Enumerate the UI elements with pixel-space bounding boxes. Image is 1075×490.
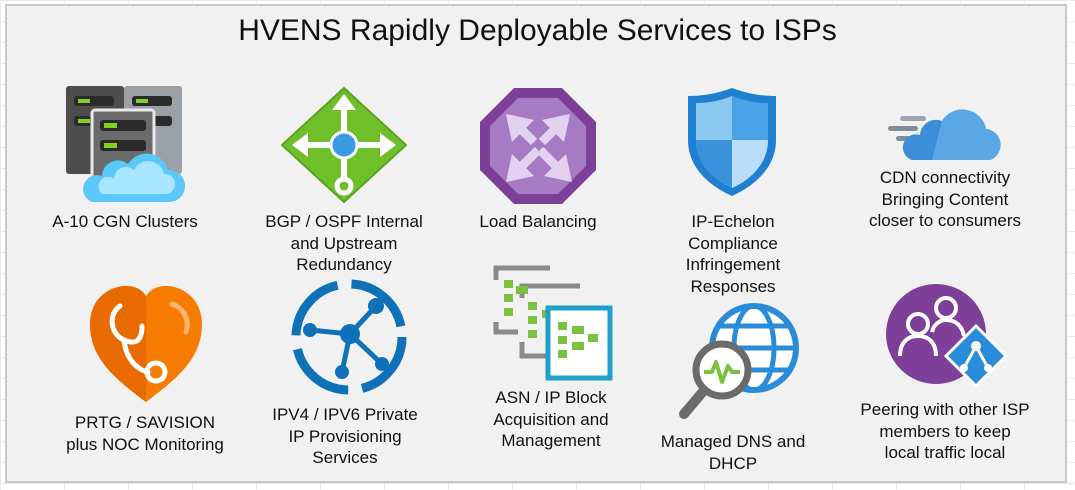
diagram-panel [5,4,1067,483]
service-label: Managed DNS and DHCP [660,432,806,473]
service-label: IPV4 / IPV6 Private IP Provisioning Serv… [272,405,418,467]
shield-icon [688,88,776,196]
cdn-cloud-icon [888,109,1001,160]
routing-arrows-icon [281,87,407,203]
service-label: IP-Echelon Compliance Infringement Respo… [685,212,781,296]
diagram-title: HVENS Rapidly Deployable Services to ISP… [238,14,837,47]
network-hub-icon [291,279,407,395]
service-label: CDN connectivity Bringing Content closer… [868,168,1022,230]
ip-blocks-icon [493,265,613,381]
load-balancer-icon [480,88,596,204]
service-label: BGP / OSPF Internal and Upstream Redunda… [265,212,423,274]
service-label: Peering with other ISP members to keep l… [860,400,1030,462]
service-label: ASN / IP Block Acquisition and Managemen… [493,388,609,450]
service-label: PRTG / SAVISION plus NOC Monitoring [66,413,224,454]
server-cloud-icon [66,86,186,202]
service-label: A-10 CGN Clusters [52,212,198,231]
heart-stethoscope-icon [90,286,202,402]
service-label: Load Balancing [479,212,597,231]
dns-globe-icon [679,303,799,419]
peering-users-icon [886,284,1008,389]
